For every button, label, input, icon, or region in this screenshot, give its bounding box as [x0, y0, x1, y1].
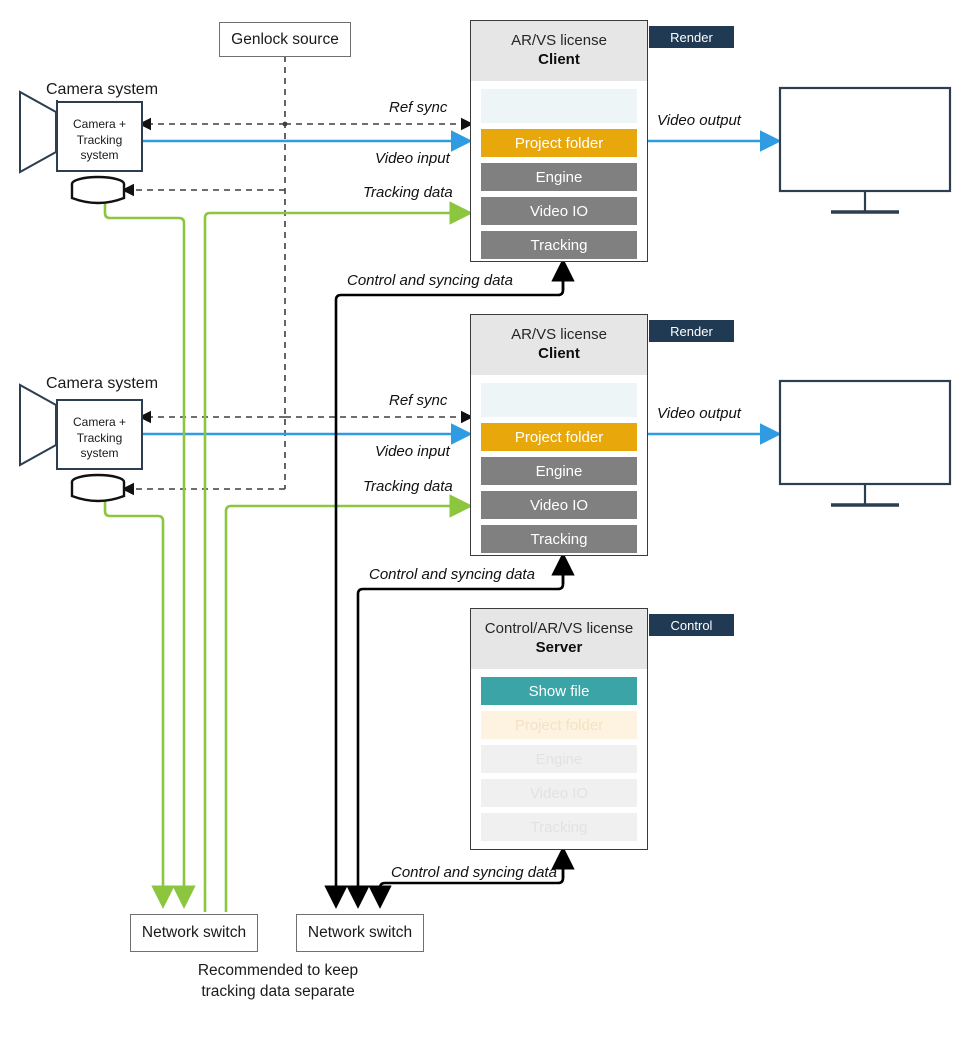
client-box-2[interactable]: AR/VS license Client Project folder Engi…	[470, 314, 648, 556]
footnote-line-1: Recommended to keep	[197, 962, 359, 979]
server-header: Control/AR/VS license Server	[471, 609, 647, 670]
video-input-wires	[96, 130, 473, 445]
client-row-engine[interactable]: Engine	[481, 163, 637, 192]
camera-body-2[interactable]	[56, 399, 143, 470]
client-role-1: Client	[538, 51, 580, 69]
client-row-video-io[interactable]: Video IO	[481, 491, 637, 520]
label-control-sync-2: Control and syncing data	[369, 566, 535, 583]
client-rows-1: Project folder Engine Video IO Tracking	[471, 81, 647, 269]
camera-body-1[interactable]	[56, 101, 143, 172]
server-row-video-io[interactable]: Video IO	[481, 779, 637, 808]
footnote-line-2: tracking data separate	[201, 982, 355, 1000]
label-ref-sync-1: Ref sync	[389, 99, 448, 116]
client-license-1: AR/VS license	[511, 32, 607, 49]
genlock-source-label: Genlock source	[231, 30, 339, 48]
client-row-blank[interactable]	[481, 89, 637, 124]
label-control-sync-1: Control and syncing data	[347, 272, 513, 289]
client-role-2: Client	[538, 345, 580, 363]
camera-system-title-1: Camera system	[46, 81, 159, 98]
genlock-wires	[121, 56, 474, 496]
tracking-data-wires	[103, 199, 473, 912]
server-row-project-folder[interactable]: Project folder	[481, 711, 637, 740]
control-sync-wires	[324, 258, 575, 909]
camera-label-line-2: Tracking	[76, 132, 123, 147]
client-row-tracking[interactable]: Tracking	[481, 525, 637, 554]
client-box-1[interactable]: AR/VS license Client Project folder Engi…	[470, 20, 648, 262]
network-switch-label: Network switch	[307, 924, 413, 941]
footnote-text: Recommended to keep tracking data separa…	[128, 961, 428, 1003]
server-box[interactable]: Control/AR/VS license Server Show file P…	[470, 608, 648, 850]
client-badge-render-2: Render	[649, 320, 734, 342]
camera-label-line-3: system	[80, 446, 119, 461]
client-row-project-folder[interactable]: Project folder	[481, 423, 637, 452]
client-row-project-folder[interactable]: Project folder	[481, 129, 637, 158]
camera-label-line-1: Camera +	[72, 415, 127, 429]
server-row-tracking[interactable]: Tracking	[481, 813, 637, 842]
server-role: Server	[535, 639, 583, 657]
camera-label-line-3: system	[80, 148, 119, 163]
label-tracking-data-1: Tracking data	[363, 184, 453, 201]
client-license-2: AR/VS license	[511, 326, 607, 343]
client-row-tracking[interactable]: Tracking	[481, 231, 637, 260]
server-row-engine[interactable]: Engine	[481, 745, 637, 774]
client-header-1: AR/VS license Client	[471, 21, 647, 82]
label-video-output-1: Video output	[657, 112, 741, 129]
monitor-glyph-1	[778, 86, 952, 214]
camera-glyph-2	[19, 383, 126, 503]
label-video-input-2: Video input	[375, 443, 450, 460]
network-switch-control[interactable]: Network switch	[296, 914, 424, 952]
video-output-wires	[648, 130, 782, 445]
camera-label-line-1: Camera +	[72, 117, 127, 131]
camera-body-label-2: Camera + Tracking system	[56, 415, 143, 462]
camera-system-title-2: Camera system	[46, 375, 159, 392]
client-header-2: AR/VS license Client	[471, 315, 647, 376]
label-video-input-1: Video input	[375, 150, 450, 167]
client-rows-2: Project folder Engine Video IO Tracking	[471, 375, 647, 563]
server-rows: Show file Project folder Engine Video IO…	[471, 669, 647, 851]
label-ref-sync-2: Ref sync	[389, 392, 448, 409]
monitor-glyph-2	[778, 379, 952, 507]
client-row-blank[interactable]	[481, 383, 637, 418]
label-control-sync-3: Control and syncing data	[391, 864, 557, 881]
label-video-output-2: Video output	[657, 405, 741, 422]
client-row-video-io[interactable]: Video IO	[481, 197, 637, 226]
network-switch-tracking[interactable]: Network switch	[130, 914, 258, 952]
camera-body-label-1: Camera + Tracking system	[56, 117, 143, 164]
network-switch-label: Network switch	[141, 924, 247, 941]
genlock-junction-dot	[282, 121, 288, 127]
camera-label-line-2: Tracking	[76, 430, 123, 445]
server-badge-control: Control	[649, 614, 734, 636]
label-tracking-data-2: Tracking data	[363, 478, 453, 495]
client-badge-render-1: Render	[649, 26, 734, 48]
client-row-engine[interactable]: Engine	[481, 457, 637, 486]
genlock-source-box[interactable]: Genlock source	[219, 22, 351, 57]
server-license: Control/AR/VS license	[484, 620, 634, 637]
server-row-show-file[interactable]: Show file	[481, 677, 637, 706]
